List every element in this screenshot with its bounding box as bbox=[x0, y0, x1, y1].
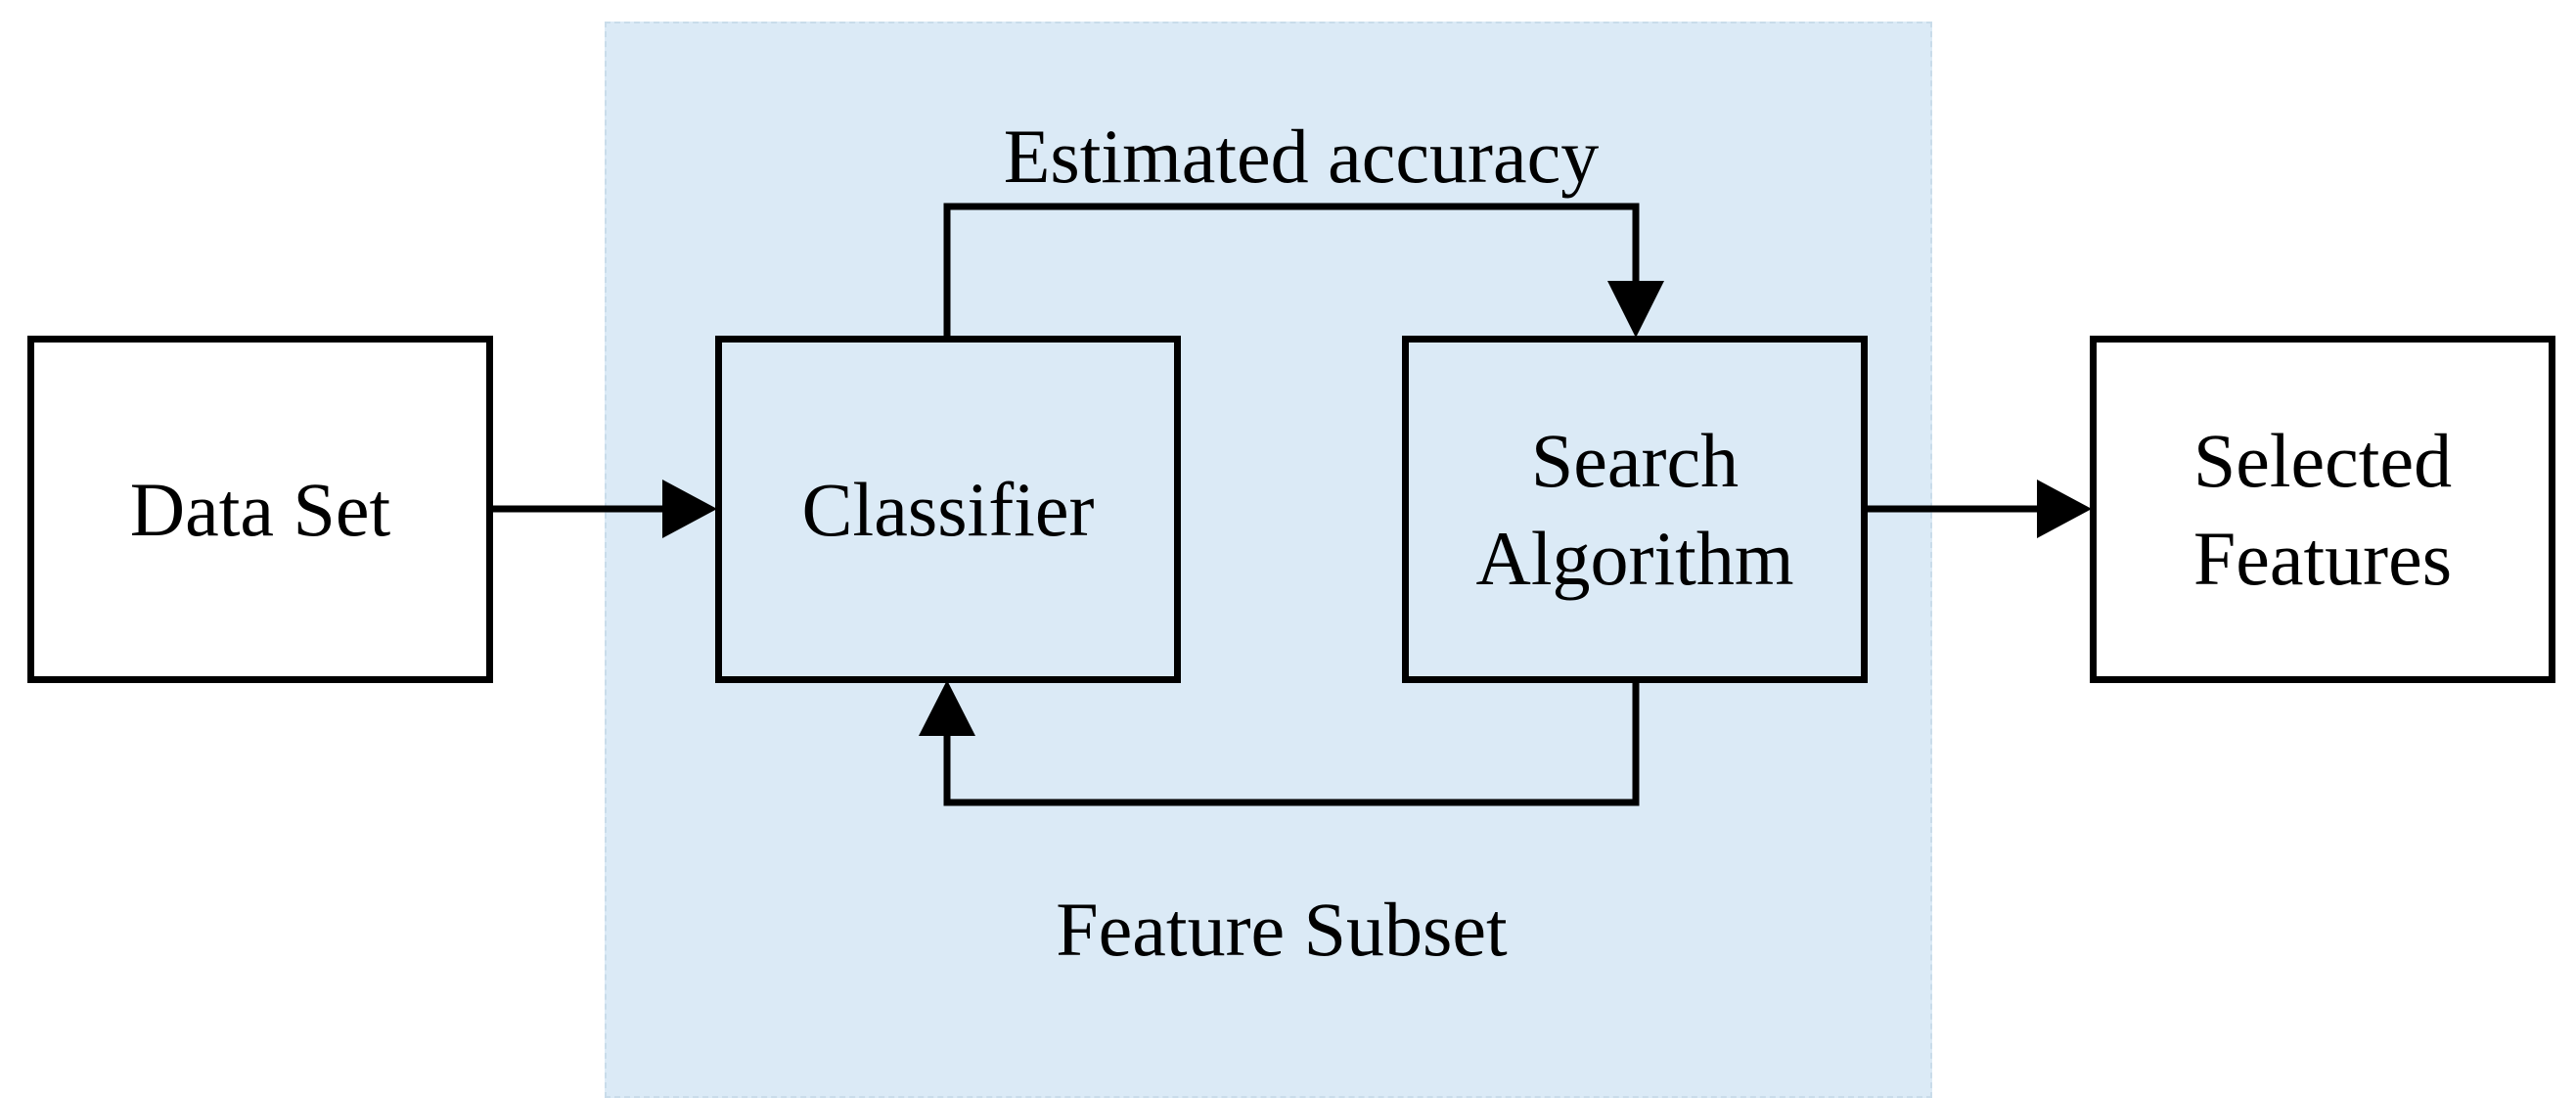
edge-label-feature-subset: Feature Subset bbox=[1056, 887, 1508, 972]
node-search-algorithm-line2: Algorithm bbox=[1475, 515, 1794, 601]
node-selected-features-line2: Features bbox=[2192, 515, 2453, 601]
arrow-feature-subset bbox=[943, 680, 1640, 806]
node-data-set: Data Set bbox=[27, 336, 493, 683]
node-selected-features-line1: Selected bbox=[2192, 417, 2453, 503]
node-selected-features: Selected Features bbox=[2090, 336, 2555, 683]
node-data-set-label: Data Set bbox=[129, 466, 391, 552]
arrowhead-data-set-to-classifier bbox=[662, 480, 717, 538]
node-search-algorithm-line1: Search bbox=[1530, 417, 1740, 503]
node-classifier: Classifier bbox=[715, 336, 1181, 683]
node-classifier-label: Classifier bbox=[801, 466, 1095, 552]
node-search-algorithm: Search Algorithm bbox=[1402, 336, 1868, 683]
arrow-estimated-accuracy bbox=[943, 203, 1640, 338]
arrowhead-feature-subset bbox=[919, 680, 975, 736]
arrowhead-search-to-selected bbox=[2037, 480, 2092, 538]
arrowhead-estimated-accuracy bbox=[1607, 281, 1664, 338]
edge-label-estimated-accuracy: Estimated accuracy bbox=[1003, 114, 1600, 199]
